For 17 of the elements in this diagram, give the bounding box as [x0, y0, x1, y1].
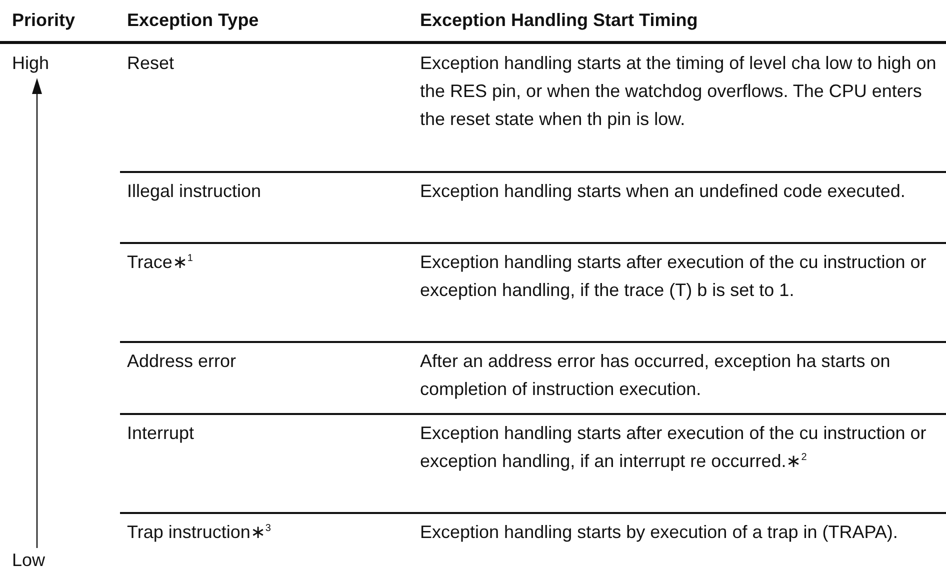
- column-header: Exception Handling Start Timing: [420, 9, 698, 32]
- table-cell-text: Exception handling starts after execution of the cu instruction or exception handling, if the trace (T) b is set to 1.: [420, 251, 928, 302]
- table-cell-text: Address error: [127, 350, 236, 373]
- column-header: Priority: [12, 9, 76, 32]
- table-cell-text: Trace∗$^{1}$: [127, 251, 193, 274]
- priority-label: High: [12, 52, 50, 75]
- table-cell-text: Exception handling starts by execution of a trap in (TRAPA).: [420, 521, 898, 544]
- table-cell-text: Exception handling starts at the timing of level cha low to high on the RES pin, or when the watchdog overflows. The CPU enters the reset state when th pin is low.: [420, 52, 938, 131]
- table-cell-text: Exception handling starts when an undefined code executed.: [420, 180, 906, 203]
- table-cell-text: Illegal instruction: [127, 180, 262, 203]
- column-header: Exception Type: [127, 9, 259, 32]
- priority-label: Low: [12, 549, 46, 572]
- table-cell-text: Reset: [127, 52, 174, 75]
- table-cell-text: Trap instruction∗$^{3}$: [127, 521, 271, 544]
- table-cell-text: Interrupt: [127, 422, 194, 445]
- table-cell-text: Exception handling starts after execution of the cu instruction or exception handling, if an interrupt re occurred.∗$^{2}$: [420, 422, 928, 473]
- table-cell-text: After an address error has occurred, exception ha starts on completion of instruction execution.: [420, 350, 892, 401]
